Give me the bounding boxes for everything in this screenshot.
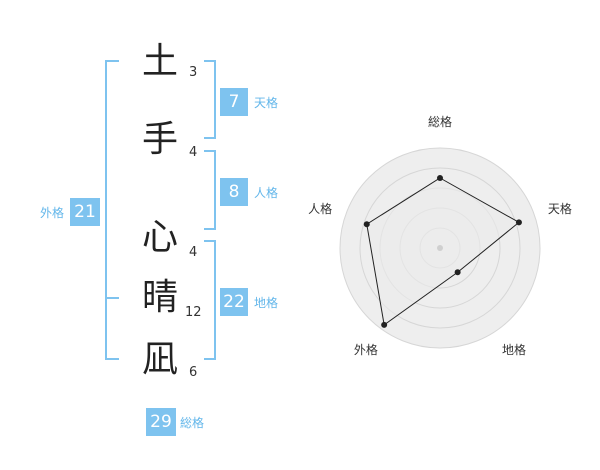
name-char-2: 手	[141, 119, 178, 160]
jinkaku-label: 人格	[254, 186, 279, 200]
chikaku-value-box: 22	[220, 288, 248, 316]
stroke-count-1: 3	[189, 65, 198, 80]
radar-center-dot	[437, 245, 443, 251]
gaikaku-label: 外格	[40, 206, 65, 220]
radar-axis-label-3: 地格	[502, 342, 526, 357]
radar-axis-label-4: 外格	[354, 342, 378, 357]
stroke-count-2: 4	[189, 145, 198, 160]
tenkaku-value-box: 7	[220, 88, 248, 116]
gaikaku-value-box: 21	[70, 198, 100, 226]
radar-point-3	[454, 269, 461, 276]
radar-point-5	[363, 221, 370, 228]
name-char-1: 土	[141, 41, 178, 82]
chikaku-bracket	[204, 240, 216, 360]
radar-ring-4	[359, 167, 521, 329]
radar-axis-label-2: 天格	[548, 201, 572, 216]
tenkaku-label: 天格	[254, 96, 279, 110]
stroke-count-5: 6	[189, 365, 198, 380]
radar-point-1	[437, 175, 443, 181]
jinkaku-bracket	[204, 150, 216, 230]
radar-axis-label-5: 人格	[308, 201, 332, 216]
stroke-count-4: 12	[185, 305, 202, 320]
soukaku-value-box: 29	[146, 408, 176, 436]
chikaku-label: 地格	[254, 296, 279, 310]
name-char-5: 凪	[141, 339, 178, 380]
radar-point-4	[381, 321, 388, 328]
name-char-3: 心	[141, 217, 178, 258]
stroke-count-3: 4	[189, 245, 198, 260]
tenkaku-bracket	[204, 60, 216, 139]
radar-axis-label-1: 総格	[428, 114, 452, 129]
jinkaku-value-box: 8	[220, 178, 248, 206]
soukaku-label: 総格	[180, 416, 205, 430]
radar-point-2	[515, 219, 522, 226]
name-char-4: 晴	[141, 277, 178, 318]
radar-data-polygon	[366, 177, 520, 326]
gaikaku-bracket	[105, 60, 119, 360]
surname-divider-tick	[105, 297, 119, 299]
